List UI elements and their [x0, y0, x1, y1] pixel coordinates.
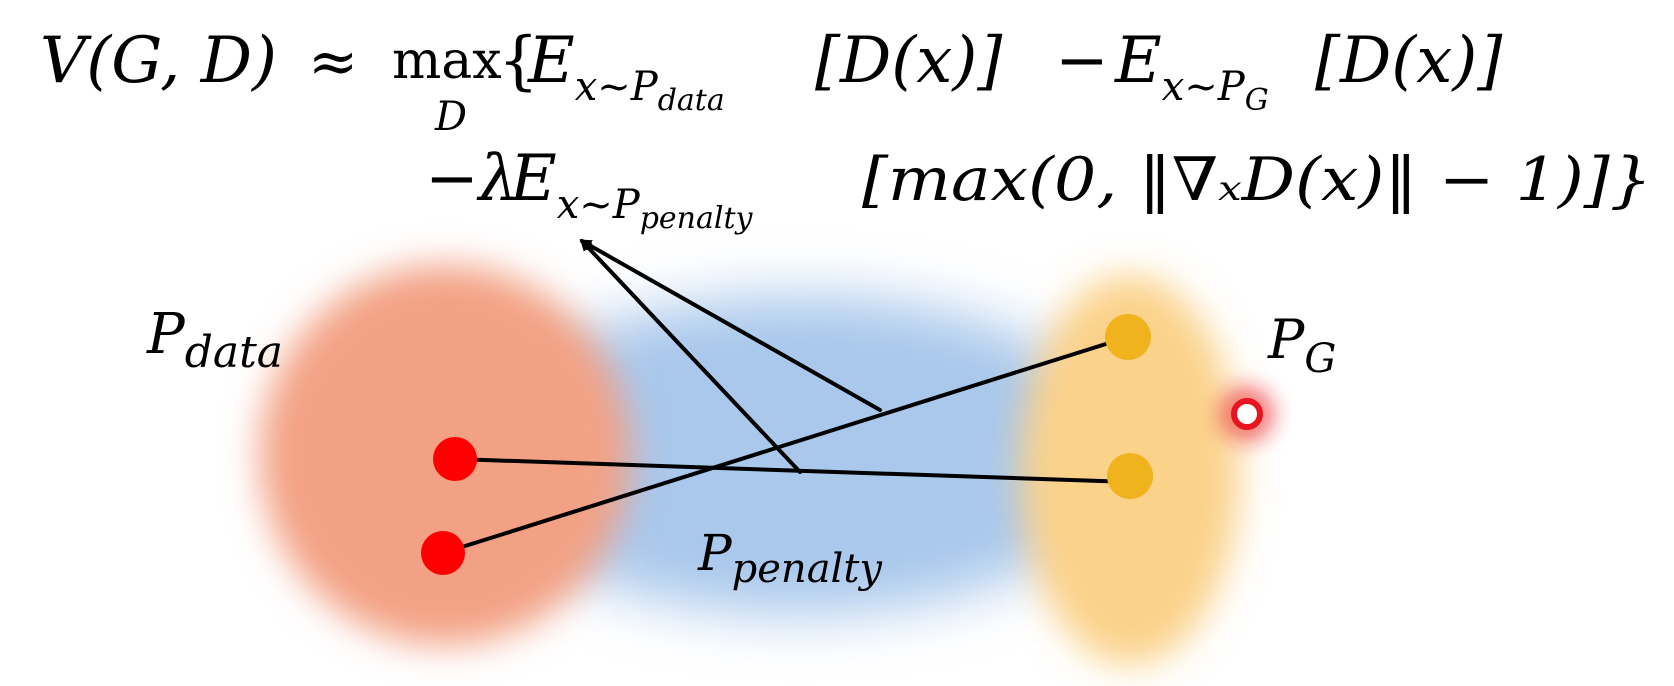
red-ring-icon: [1219, 386, 1275, 442]
sample-arrow-lower: [579, 238, 802, 474]
max-operator: max: [392, 31, 502, 91]
sample-arrow-upper: [579, 239, 882, 412]
equation-lhs: V(G, D): [40, 24, 277, 98]
approx-sign: ≈: [308, 27, 358, 97]
minus-sign: −: [1055, 24, 1109, 98]
label-p-data: Pdata: [146, 302, 283, 378]
label-p-penalty: Ppenalty: [697, 524, 883, 592]
line-data-bottom-to-gen-top: [441, 335, 1130, 555]
max-subscript: D: [434, 94, 467, 140]
data-point-top: [433, 437, 477, 481]
expectation-generator: Ex~PG: [1114, 24, 1269, 118]
generator-point-bottom: [1107, 453, 1153, 499]
minus-lambda: −λ: [425, 142, 519, 216]
gradient-penalty-term: [max(0, ‖∇ₓD(x)‖ − 1)]}: [862, 145, 1652, 215]
data-point-bottom: [421, 531, 465, 575]
penalty-region: [470, 295, 1130, 615]
expectation-penalty: Ex~Ppenalty: [509, 142, 754, 236]
expectation-data: Ex~Pdata: [527, 24, 725, 118]
generator-point-top: [1105, 314, 1151, 360]
expectation-generator-arg: [D(x)]: [1315, 24, 1503, 98]
label-p-g: PG: [1267, 308, 1336, 382]
equation-line-2: −λ Ex~Ppenalty [max(0, ‖∇ₓD(x)‖ − 1)]}: [425, 142, 1652, 236]
connection-lines: [441, 238, 1132, 555]
open-brace: {: [498, 24, 539, 98]
expectation-data-arg: [D(x)]: [815, 24, 1003, 98]
line-data-top-to-gen-bottom: [453, 457, 1132, 484]
equation-line-1: V(G, D) ≈ max D { Ex~Pdata [D(x)] − Ex~P…: [40, 24, 1503, 140]
